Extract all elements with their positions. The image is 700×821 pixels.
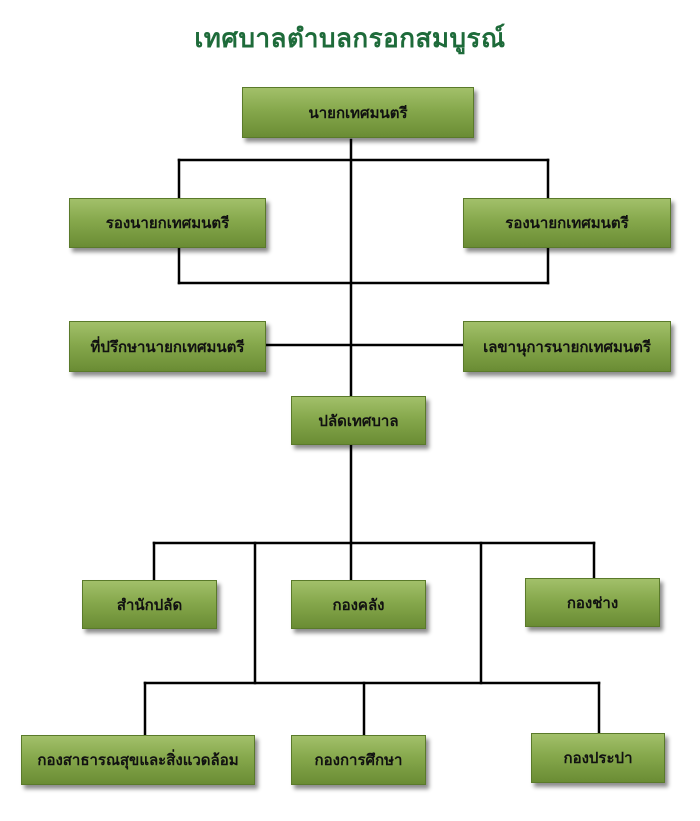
office-of-clerk-box: สำนักปลัด bbox=[82, 580, 217, 629]
deputy-mayor-left-box: รองนายกเทศมนตรี bbox=[69, 198, 266, 248]
deputy-mayor-right-box: รองนายกเทศมนตรี bbox=[463, 198, 671, 248]
advisor-box: ที่ปรึกษานายกเทศมนตรี bbox=[69, 321, 266, 372]
secretary-box: เลขานุการนายกเทศมนตรี bbox=[463, 321, 671, 372]
education-division-box: กองการศึกษา bbox=[291, 735, 426, 785]
finance-division-box: กองคลัง bbox=[291, 580, 426, 629]
mayor-box: นายกเทศมนตรี bbox=[242, 87, 474, 138]
waterworks-division-box: กองประปา bbox=[531, 733, 665, 783]
diagram-title: เทศบาลตำบลกรอกสมบูรณ์ bbox=[194, 24, 506, 54]
engineering-division-box: กองช่าง bbox=[525, 578, 660, 627]
municipal-clerk-box: ปลัดเทศบาล bbox=[291, 396, 426, 445]
public-health-division-box: กองสาธารณสุขและสิ่งแวดล้อม bbox=[21, 735, 255, 785]
